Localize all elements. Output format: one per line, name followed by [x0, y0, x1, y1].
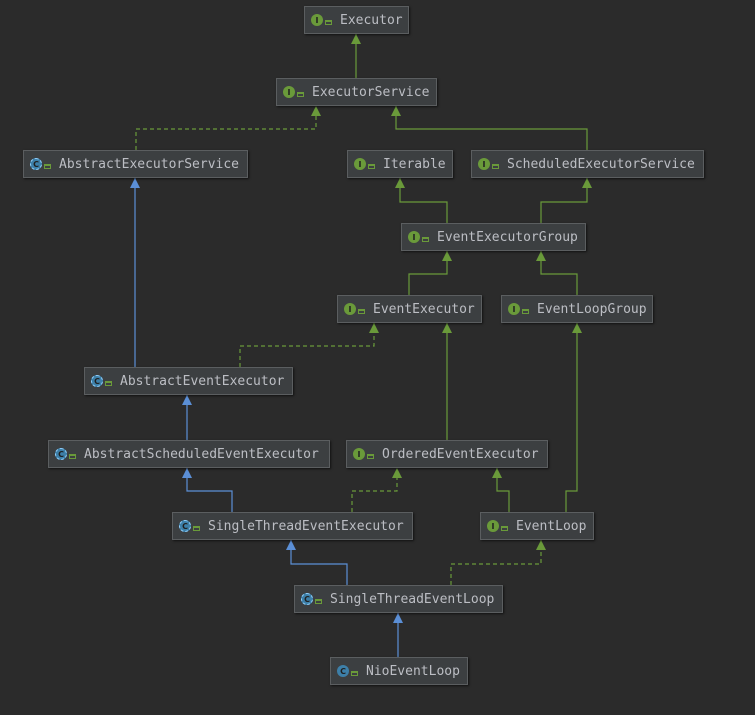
- arrowhead-event_executor_group-to-scheduled_executor_service: [582, 178, 592, 188]
- edge-single_thread_event_executor-to-ordered_event_executor: [351, 468, 398, 512]
- arrowhead-single_thread_event_executor-to-abstract_scheduled_event_executor: [182, 468, 192, 478]
- arrowhead-event_executor-to-event_executor_group: [442, 251, 452, 261]
- lock-icon: [325, 19, 332, 25]
- node-executor[interactable]: I Executor: [304, 6, 409, 34]
- node-label: EventLoop: [516, 518, 587, 534]
- lock-icon: [358, 308, 365, 314]
- edge-single_thread_event_loop-to-single_thread_event_executor: [290, 540, 348, 585]
- lock-icon: [422, 236, 429, 242]
- arrowhead-scheduled_executor_service-to-executor_service: [391, 106, 401, 116]
- node-label: Executor: [340, 12, 403, 28]
- arrowhead-event_executor_group-to-iterable: [395, 178, 405, 188]
- arrowhead-abstract_executor_service-to-executor_service: [311, 106, 321, 116]
- interface-icon: I: [344, 303, 356, 315]
- node-single-thread-event-loop[interactable]: C SingleThreadEventLoop: [294, 585, 503, 613]
- node-label: NioEventLoop: [366, 663, 460, 679]
- node-label: EventLoopGroup: [537, 301, 647, 317]
- node-event-loop[interactable]: I EventLoop: [480, 512, 594, 540]
- class-icon: C: [337, 665, 349, 677]
- arrowhead-ordered_event_executor-to-event_executor: [442, 323, 452, 333]
- edge-single_thread_event_loop-to-event_loop: [450, 540, 542, 585]
- interface-icon: I: [311, 14, 323, 26]
- lock-icon: [69, 453, 76, 459]
- node-label: Iterable: [383, 156, 446, 172]
- lock-icon: [492, 163, 499, 169]
- interface-icon: I: [354, 158, 366, 170]
- node-nio-event-loop[interactable]: C NioEventLoop: [330, 657, 468, 685]
- edge-event_executor_group-to-iterable: [399, 178, 448, 223]
- node-ordered-event-executor[interactable]: I OrderedEventExecutor: [346, 440, 548, 468]
- node-abstract-executor-service[interactable]: C AbstractExecutorService: [23, 150, 248, 178]
- edge-event_executor-to-event_executor_group: [408, 251, 448, 295]
- node-event-loop-group[interactable]: I EventLoopGroup: [501, 295, 653, 323]
- abstract-class-icon: C: [91, 375, 103, 387]
- edge-event_loop_group-to-event_executor_group: [540, 251, 578, 295]
- edge-event_executor_group-to-scheduled_executor_service: [540, 178, 588, 223]
- node-scheduled-executor-service[interactable]: I ScheduledExecutorService: [471, 150, 704, 178]
- arrowhead-single_thread_event_loop-to-single_thread_event_executor: [286, 540, 296, 550]
- abstract-class-icon: C: [55, 448, 67, 460]
- lock-icon: [44, 163, 51, 169]
- edge-event_loop-to-event_loop_group: [565, 323, 578, 512]
- arrowhead-nio_event_loop-to-single_thread_event_loop: [393, 613, 403, 623]
- lock-icon: [367, 453, 374, 459]
- arrowhead-abstract_event_executor-to-abstract_executor_service: [130, 178, 140, 188]
- node-label: EventExecutor: [373, 301, 475, 317]
- interface-icon: I: [283, 86, 295, 98]
- abstract-class-icon: C: [301, 593, 313, 605]
- node-label: ExecutorService: [312, 84, 430, 100]
- node-label: SingleThreadEventLoop: [330, 591, 495, 607]
- lock-icon: [501, 525, 508, 531]
- edge-scheduled_executor_service-to-executor_service: [395, 106, 588, 150]
- node-event-executor-group[interactable]: I EventExecutorGroup: [401, 223, 586, 251]
- lock-icon: [351, 670, 358, 676]
- arrowhead-event_loop-to-event_loop_group: [572, 323, 582, 333]
- edge-abstract_event_executor-to-event_executor: [239, 323, 375, 367]
- lock-icon: [522, 308, 529, 314]
- arrowhead-event_loop_group-to-event_executor_group: [536, 251, 546, 261]
- arrowhead-executor_service-to-executor: [351, 34, 361, 44]
- arrowhead-single_thread_event_loop-to-event_loop: [536, 540, 546, 550]
- interface-icon: I: [508, 303, 520, 315]
- lock-icon: [105, 380, 112, 386]
- abstract-class-icon: C: [179, 520, 191, 532]
- arrowhead-abstract_scheduled_event_executor-to-abstract_event_executor: [182, 395, 192, 405]
- node-label: AbstractEventExecutor: [120, 373, 285, 389]
- node-label: EventExecutorGroup: [437, 229, 578, 245]
- node-label: AbstractScheduledEventExecutor: [84, 446, 319, 462]
- arrowhead-single_thread_event_executor-to-ordered_event_executor: [392, 468, 402, 478]
- edge-single_thread_event_executor-to-abstract_scheduled_event_executor: [186, 468, 233, 512]
- arrowhead-abstract_event_executor-to-event_executor: [369, 323, 379, 333]
- node-abstract-event-executor[interactable]: C AbstractEventExecutor: [84, 367, 293, 395]
- edge-event_loop-to-ordered_event_executor: [496, 468, 510, 512]
- abstract-class-icon: C: [30, 158, 42, 170]
- node-single-thread-event-executor[interactable]: C SingleThreadEventExecutor: [172, 512, 413, 540]
- node-label: AbstractExecutorService: [59, 156, 240, 172]
- node-iterable[interactable]: I Iterable: [347, 150, 453, 178]
- lock-icon: [368, 163, 375, 169]
- interface-icon: I: [487, 520, 499, 532]
- node-label: OrderedEventExecutor: [382, 446, 539, 462]
- interface-icon: I: [478, 158, 490, 170]
- node-label: ScheduledExecutorService: [507, 156, 695, 172]
- lock-icon: [297, 91, 304, 97]
- node-event-executor[interactable]: I EventExecutor: [337, 295, 482, 323]
- edge-abstract_executor_service-to-executor_service: [135, 106, 317, 150]
- interface-icon: I: [408, 231, 420, 243]
- interface-icon: I: [353, 448, 365, 460]
- arrowhead-event_loop-to-ordered_event_executor: [492, 468, 502, 478]
- node-abstract-scheduled-event-executor[interactable]: C AbstractScheduledEventExecutor: [48, 440, 330, 468]
- node-label: SingleThreadEventExecutor: [208, 518, 404, 534]
- lock-icon: [193, 525, 200, 531]
- node-executor-service[interactable]: I ExecutorService: [276, 78, 437, 106]
- lock-icon: [315, 598, 322, 604]
